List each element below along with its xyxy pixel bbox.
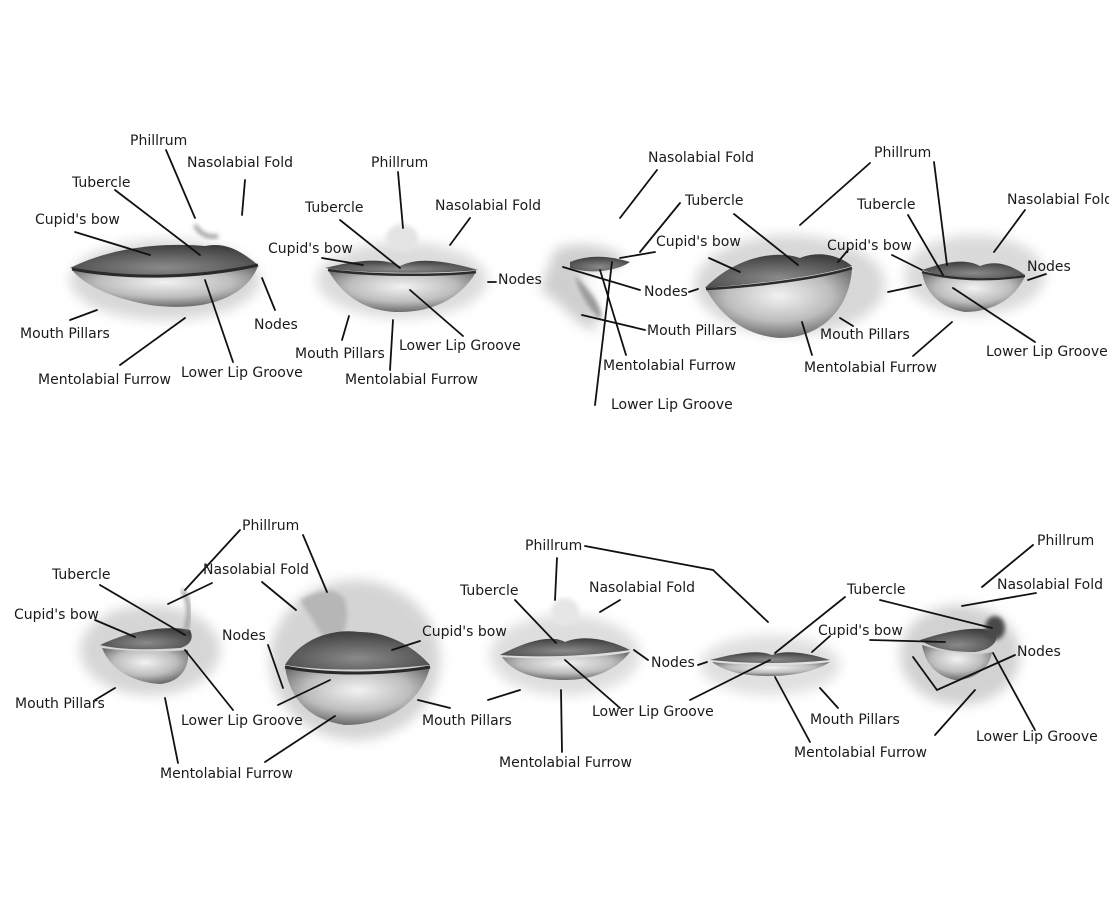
label-cupids-bow: Cupid's bow <box>14 607 99 623</box>
label-mentolabial-furrow: Mentolabial Furrow <box>794 745 927 761</box>
label-nasolabial-fold: Nasolabial Fold <box>648 150 754 166</box>
label-cupids-bow: Cupid's bow <box>818 623 903 639</box>
label-phillrum: Phillrum <box>525 538 583 554</box>
lips-drawing-2 <box>317 224 487 318</box>
lips-drawing-9 <box>700 635 840 695</box>
label-mentolabial-furrow: Mentolabial Furrow <box>499 755 632 771</box>
label-phillrum: Phillrum <box>130 133 188 149</box>
label-mentolabial-furrow: Mentolabial Furrow <box>603 358 736 374</box>
label-cupids-bow: Cupid's bow <box>656 234 741 250</box>
label-nodes: Nodes <box>644 284 688 300</box>
label-tubercle: Tubercle <box>72 175 131 191</box>
label-nasolabial-fold: Nasolabial Fold <box>187 155 293 171</box>
label-lower-lip-groove: Lower Lip Groove <box>592 704 714 720</box>
label-nasolabial-fold: Nasolabial Fold <box>1007 192 1109 208</box>
label-nasolabial-fold: Nasolabial Fold <box>435 198 541 214</box>
label-mentolabial-furrow: Mentolabial Furrow <box>804 360 937 376</box>
label-lower-lip-groove: Lower Lip Groove <box>976 729 1098 745</box>
label-mouth-pillars: Mouth Pillars <box>820 327 910 343</box>
label-tubercle: Tubercle <box>685 193 744 209</box>
label-mouth-pillars: Mouth Pillars <box>810 712 900 728</box>
label-nodes: Nodes <box>1017 644 1061 660</box>
lips-drawing-1 <box>70 223 260 320</box>
label-lower-lip-groove: Lower Lip Groove <box>986 344 1108 360</box>
label-nodes: Nodes <box>254 317 298 333</box>
label-cupids-bow: Cupid's bow <box>268 241 353 257</box>
label-mouth-pillars: Mouth Pillars <box>20 326 110 342</box>
label-mentolabial-furrow: Mentolabial Furrow <box>160 766 293 782</box>
label-nasolabial-fold: Nasolabial Fold <box>997 577 1103 593</box>
lips-drawing-3 <box>540 244 630 330</box>
label-tubercle: Tubercle <box>847 582 906 598</box>
label-phillrum: Phillrum <box>874 145 932 161</box>
label-cupids-bow: Cupid's bow <box>422 624 507 640</box>
lips-drawing-4 <box>695 235 885 338</box>
label-cupids-bow: Cupid's bow <box>35 212 120 228</box>
label-nasolabial-fold: Nasolabial Fold <box>589 580 695 596</box>
label-mentolabial-furrow: Mentolabial Furrow <box>345 372 478 388</box>
label-nodes: Nodes <box>1027 259 1071 275</box>
label-nodes: Nodes <box>651 655 695 671</box>
label-phillrum: Phillrum <box>242 518 300 534</box>
label-lower-lip-groove: Lower Lip Groove <box>611 397 733 413</box>
label-mouth-pillars: Mouth Pillars <box>15 696 105 712</box>
lips-drawing-8 <box>490 598 640 695</box>
label-tubercle: Tubercle <box>305 200 364 216</box>
label-phillrum: Phillrum <box>1037 533 1095 549</box>
label-phillrum: Phillrum <box>371 155 429 171</box>
label-nasolabial-fold: Nasolabial Fold <box>203 562 309 578</box>
label-mouth-pillars: Mouth Pillars <box>647 323 737 339</box>
lips-drawing-5 <box>905 235 1045 315</box>
label-lower-lip-groove: Lower Lip Groove <box>399 338 521 354</box>
lips-drawing-6 <box>80 588 220 695</box>
label-cupids-bow: Cupid's bow <box>827 238 912 254</box>
label-tubercle: Tubercle <box>460 583 519 599</box>
label-mouth-pillars: Mouth Pillars <box>422 713 512 729</box>
label-tubercle: Tubercle <box>52 567 111 583</box>
label-mouth-pillars: Mouth Pillars <box>295 346 385 362</box>
leader-lines <box>69 149 1047 764</box>
label-tubercle: Tubercle <box>857 197 916 213</box>
label-lower-lip-groove: Lower Lip Groove <box>181 365 303 381</box>
lips-drawing-7 <box>270 580 440 740</box>
label-mentolabial-furrow: Mentolabial Furrow <box>38 372 171 388</box>
label-nodes: Nodes <box>222 628 266 644</box>
label-nodes: Nodes <box>498 272 542 288</box>
label-lower-lip-groove: Lower Lip Groove <box>181 713 303 729</box>
